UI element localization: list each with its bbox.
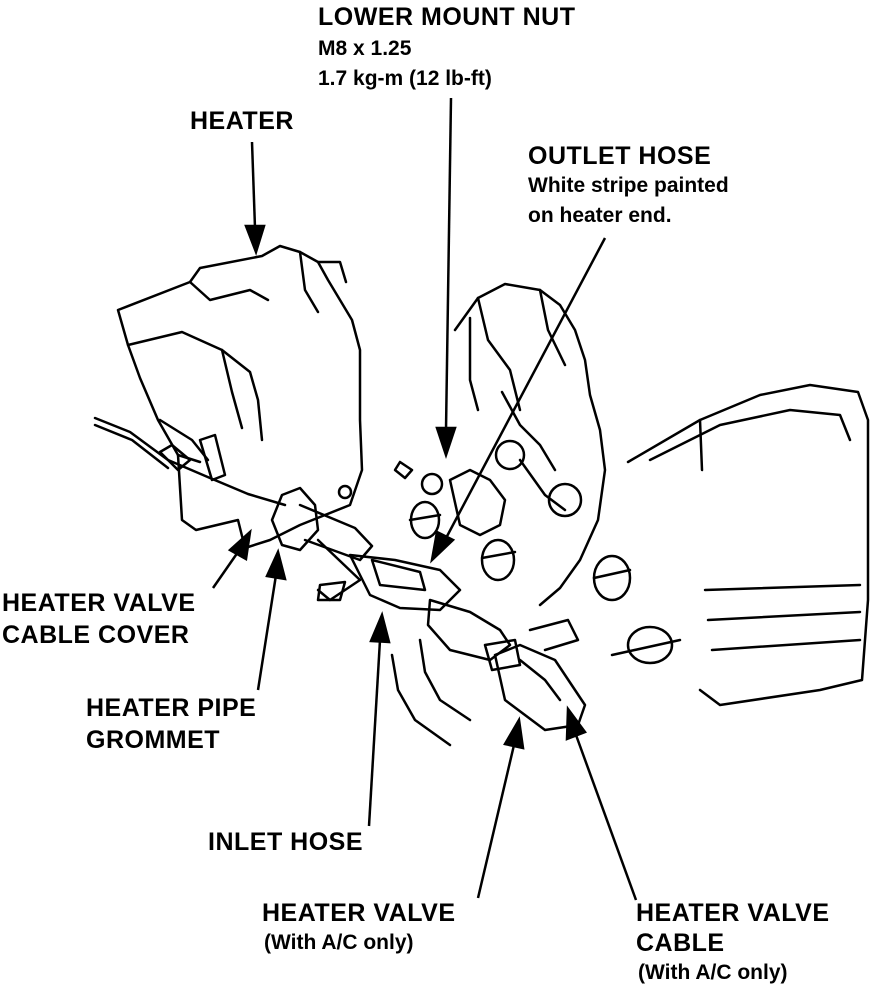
inlet-hose-title: INLET HOSE [208, 828, 364, 856]
heater-valve-cable-line2: CABLE [636, 929, 725, 957]
heater-valve-cable-cover-line2: CABLE COVER [2, 621, 190, 649]
heater-valve-cable-line [93, 416, 287, 507]
hoses-and-valve [270, 460, 587, 747]
lower-mount-nut-torque: 1.7 kg-m (12 lb-ft) [318, 67, 492, 90]
heater-valve-note: (With A/C only) [264, 931, 414, 954]
heater-pipe-grommet-line1: HEATER PIPE [86, 694, 257, 722]
heater-title: HEATER [190, 107, 294, 135]
heater-unit [116, 244, 364, 550]
heater-valve-cable-note: (With A/C only) [638, 961, 788, 984]
outlet-hose-note-1: White stripe painted [528, 174, 729, 197]
leader-arrows [211, 97, 638, 901]
outlet-hose-note-2: on heater end. [528, 204, 672, 227]
lower-mount-nut-thread: M8 x 1.25 [318, 37, 412, 60]
heater-valve-title: HEATER VALVE [262, 899, 456, 927]
rocker-cover [626, 383, 870, 707]
pipe-stubs [408, 500, 682, 665]
heater-pipe-grommet-line2: GROMMET [86, 726, 221, 754]
lower-mount-nut-title: LOWER MOUNT NUT [318, 3, 576, 31]
outlet-hose-title: OUTLET HOSE [528, 142, 712, 170]
engine-block [448, 282, 607, 607]
heater-valve-cable-line1: HEATER VALVE [636, 899, 830, 927]
heater-valve-cable-cover-line1: HEATER VALVE [2, 589, 196, 617]
